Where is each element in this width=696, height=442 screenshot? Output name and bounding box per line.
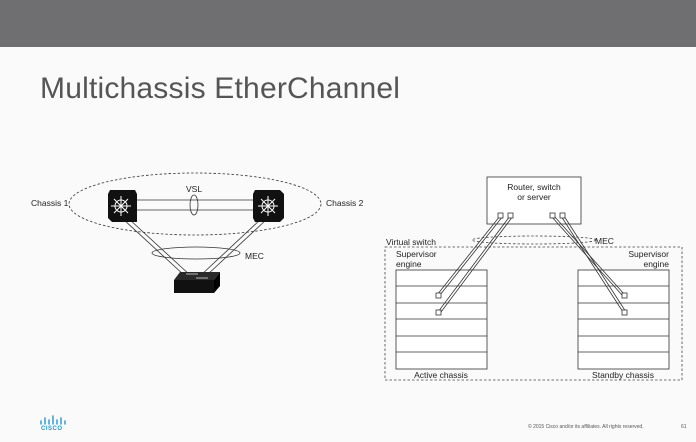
right-diagram: Router, switch or server Virtual switch …: [384, 176, 683, 381]
active-chassis-label: Active chassis: [414, 370, 468, 380]
page-number: 61: [681, 424, 687, 430]
virtual-switch-container: [384, 246, 683, 381]
vsl-label: VSL: [186, 184, 202, 194]
chassis-1-label: Chassis 1: [31, 198, 69, 208]
mec-label-right: MEC: [595, 236, 614, 246]
mec-bundle-ellipse: [151, 246, 241, 260]
port-squares: [435, 212, 628, 316]
cisco-logo-text: CISCO: [41, 426, 63, 432]
chassis-1-switch-icon: [108, 190, 137, 222]
top-bar: [0, 0, 696, 47]
mec-link-4: [205, 218, 268, 277]
mec-link-2: [128, 218, 192, 277]
router-label-line2: or server: [517, 192, 551, 202]
slide-title: Multichassis EtherChannel: [40, 72, 401, 105]
router-label-line1: Router, switch: [507, 182, 561, 192]
mec-link-1: [122, 218, 186, 277]
mec-label-left: MEC: [245, 251, 264, 261]
standby-chassis-stack: [577, 269, 670, 370]
cisco-logo-icon: [40, 415, 66, 425]
virtual-switch-ellipse: [68, 172, 322, 236]
mec-bundle-ellipse-right: [471, 235, 597, 245]
left-supervisor-label-line2: engine: [396, 259, 422, 269]
mec-links-right: [436, 215, 627, 313]
right-supervisor-label-line1: Supervisor: [628, 249, 669, 259]
mec-link-3: [199, 218, 262, 277]
active-chassis-stack: [395, 269, 488, 370]
chassis-2-switch-icon: [253, 190, 284, 222]
vsl-bundle-ellipse: [189, 194, 199, 216]
copyright-footer: © 2015 Cisco and/or its affiliates. All …: [528, 424, 644, 430]
left-diagram: Chassis 1 Chassis 2 VSL MEC: [31, 172, 364, 293]
virtual-switch-label: Virtual switch: [386, 237, 436, 247]
chassis-2-label: Chassis 2: [326, 198, 364, 208]
left-supervisor-label-line1: Supervisor: [396, 249, 437, 259]
standby-chassis-label: Standby chassis: [592, 370, 654, 380]
right-supervisor-label-line2: engine: [643, 259, 669, 269]
access-switch-icon: [174, 272, 220, 293]
